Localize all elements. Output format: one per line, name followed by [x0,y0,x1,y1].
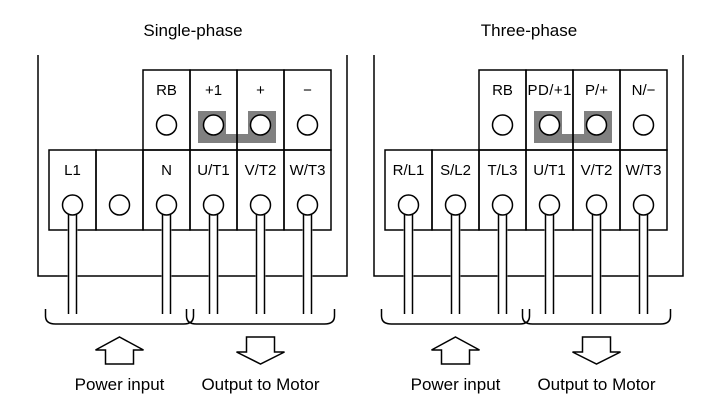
arrow-down-icon [236,336,285,365]
terminal-screw-icon [249,194,272,216]
group-label: Output to Motor [201,375,319,394]
group-bracket [380,309,531,325]
terminal-bottom: W/T3 [283,149,332,314]
housing-outline [373,55,684,277]
terminal-label: RB [156,82,177,99]
terminal-label: U/T1 [197,162,230,179]
group-output-to-motor: Output to Motor [521,309,672,394]
group-bracket [521,309,672,325]
terminal-top: − [283,69,332,151]
terminal-screw-icon [108,194,131,216]
terminal-screw-icon [397,194,420,216]
terminal-label: N/− [632,82,656,99]
terminal-bottom: N [142,149,191,314]
group-label: Power input [75,375,165,394]
terminal-label: RB [492,82,513,99]
terminal-label: T/L3 [487,162,517,179]
terminal-bottom: U/T1 [189,149,238,314]
wire-gap [161,210,172,314]
terminal-label: +1 [205,82,222,99]
wire-gap [403,210,414,314]
group-label: Output to Motor [537,375,655,394]
group-bracket [185,309,336,325]
terminal-screw-icon [491,194,514,216]
terminal-screw-icon [444,194,467,216]
wire-gap [255,210,266,314]
terminal-bottom: S/L2 [431,149,480,314]
terminal-label: S/L2 [440,162,471,179]
terminal-screw-icon [585,114,608,136]
group-output-to-motor: Output to Motor [185,309,336,394]
terminal-screw-icon [61,194,84,216]
terminal-screw-icon [202,194,225,216]
group-power-input: Power input [44,309,195,394]
terminal-label: V/T2 [581,162,613,179]
terminal-top: RB [478,69,527,151]
wire-gap [67,210,78,314]
terminal-screw-icon [585,194,608,216]
arrow-up-icon [431,336,480,365]
terminal-screw-icon [296,194,319,216]
terminal-label: − [303,82,312,99]
terminal-bottom: L1 [48,149,97,314]
terminal-top: RB [142,69,191,151]
terminal-screw-icon [632,194,655,216]
terminal-screw-icon [155,194,178,216]
terminal-label: N [161,162,172,179]
group-label: Power input [411,375,501,394]
housing-outline [37,55,348,277]
terminal-label: + [256,82,265,99]
terminal-bottom: V/T2 [572,149,621,314]
terminal-label: L1 [64,162,81,179]
terminal-bottom: T/L3 [478,149,527,314]
terminal-bottom [95,149,144,231]
terminal-bottom: R/L1 [384,149,433,314]
terminal-screw-icon [155,114,178,136]
terminal-label: PD/+1 [528,82,572,99]
wire-gap [302,210,313,314]
arrow-down-icon [572,336,621,365]
terminal-label: R/L1 [393,162,425,179]
terminal-top: N/− [619,69,668,151]
terminal-screw-icon [249,114,272,136]
group-power-input: Power input [380,309,531,394]
terminal-screw-icon [538,194,561,216]
wire-gap [208,210,219,314]
terminal-bottom: W/T3 [619,149,668,314]
terminal-screw-icon [538,114,561,136]
terminal-cell [95,149,144,231]
terminal-screw-icon [296,114,319,136]
terminal-bottom: V/T2 [236,149,285,314]
wire-gap [544,210,555,314]
panel-title: Three-phase [481,21,577,40]
terminal-label: U/T1 [533,162,566,179]
terminal-label: P/+ [585,82,608,99]
terminal-label: V/T2 [245,162,277,179]
terminal-label: W/T3 [626,162,662,179]
terminal-label: W/T3 [290,162,326,179]
panel-title: Single-phase [143,21,242,40]
terminal-bottom: U/T1 [525,149,574,314]
wire-gap [638,210,649,314]
arrow-up-icon [95,336,144,365]
terminal-screw-icon [491,114,514,136]
wire-gap [591,210,602,314]
terminal-screw-icon [202,114,225,136]
wire-gap [450,210,461,314]
terminal-screw-icon [632,114,655,136]
group-bracket [44,309,195,325]
wire-gap [497,210,508,314]
